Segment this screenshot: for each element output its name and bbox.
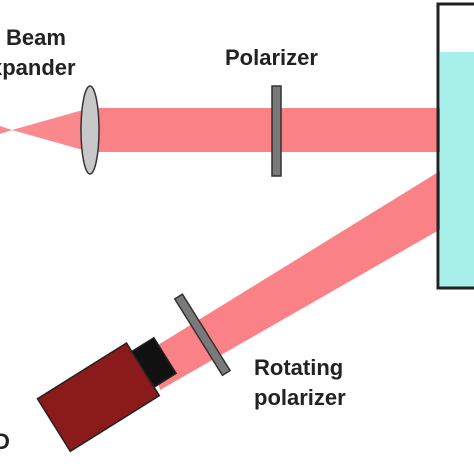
beam-expander-label-line2: xpander [0, 55, 76, 80]
collimated-beam [90, 108, 474, 152]
beam-expander-lens [80, 85, 100, 175]
sample-cell-fill [440, 52, 474, 288]
beam-expander-label-line1: Beam [6, 25, 66, 50]
diverging-beam-cone [12, 108, 90, 152]
rotating-polarizer-plate [173, 293, 232, 377]
edge-label-fragment: D [0, 429, 10, 454]
rotating-polarizer-label-line1: Rotating [254, 355, 344, 380]
polarizer-label: Polarizer [225, 45, 318, 70]
rotating-polarizer-label-line2: polarizer [254, 385, 346, 410]
reflected-beam [150, 150, 474, 390]
camera-lens [130, 336, 178, 389]
polarizer-plate [271, 85, 282, 177]
input-beam-cone [0, 126, 12, 134]
sample-cell-outline [436, 2, 474, 290]
